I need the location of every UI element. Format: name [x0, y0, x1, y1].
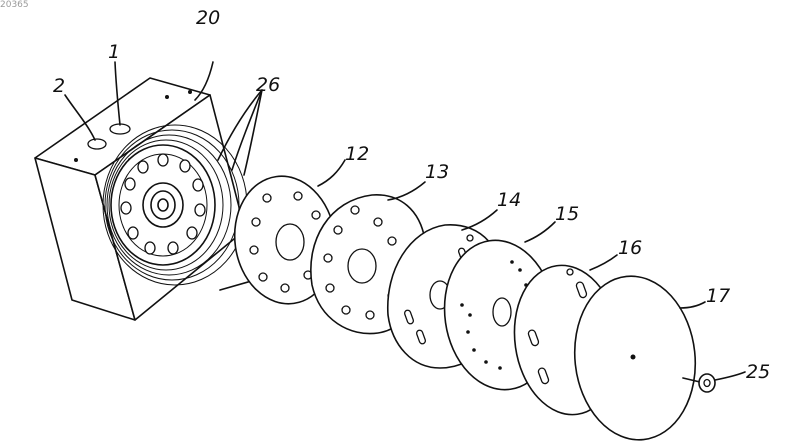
- screw-hole: [188, 90, 192, 94]
- disc-15-dot: [466, 330, 470, 334]
- disc-15-dot: [460, 303, 464, 307]
- disc-14-hole: [467, 235, 473, 241]
- hub-center: [158, 199, 168, 211]
- disc-15-dot: [468, 313, 472, 317]
- label-16: 16: [618, 237, 642, 259]
- disc-12-hole: [250, 246, 258, 254]
- disc-12-hole: [252, 218, 260, 226]
- label-20: 20: [196, 7, 220, 29]
- disc-13-center-hole: [348, 249, 376, 283]
- leader-17: [680, 302, 705, 308]
- screw-hole: [165, 95, 169, 99]
- leader-26: [244, 90, 262, 175]
- disc-12-center-hole: [276, 224, 304, 260]
- disc-12-hole: [259, 273, 267, 281]
- disc-17-center-mark: [631, 355, 636, 360]
- label-25: 25: [746, 361, 770, 383]
- disc-13-hole: [388, 237, 396, 245]
- rotor-hole: [121, 202, 131, 214]
- leader-26: [232, 90, 262, 170]
- leader-16: [590, 255, 617, 270]
- disc-13-hole: [324, 254, 332, 262]
- label-26: 26: [256, 74, 280, 96]
- screw-hole: [74, 158, 78, 162]
- disc-13-hole: [342, 306, 350, 314]
- disc-15-dot: [498, 366, 502, 370]
- screw-socket: [704, 380, 710, 387]
- rotor-hole: [158, 154, 168, 166]
- rotor-hole: [168, 242, 178, 254]
- label-15: 15: [555, 203, 579, 225]
- leader-15: [525, 222, 555, 242]
- disc-12-hole: [281, 284, 289, 292]
- disc-16-hole: [567, 269, 573, 275]
- rotor-hole: [195, 204, 205, 216]
- rotor-hole: [125, 178, 135, 190]
- disc-12-hole: [294, 192, 302, 200]
- disc-15-dot: [472, 348, 476, 352]
- rotor-hole: [145, 242, 155, 254]
- disc-12-hole: [263, 194, 271, 202]
- label-2: 2: [53, 75, 65, 97]
- label-17: 17: [706, 285, 730, 307]
- port-2: [88, 139, 106, 149]
- rotor-hole: [187, 227, 197, 239]
- rotor-hole: [128, 227, 138, 239]
- disc-13-hole: [374, 218, 382, 226]
- label-1: 1: [108, 41, 120, 63]
- disc-15-center-hole: [493, 298, 511, 326]
- rotor-hole: [180, 160, 190, 172]
- disc-15-dot: [518, 268, 522, 272]
- disc-12-hole: [312, 211, 320, 219]
- rotor-hole: [138, 161, 148, 173]
- disc-13-hole: [366, 311, 374, 319]
- disc-13-hole: [334, 226, 342, 234]
- leader-12: [318, 160, 345, 186]
- label-14: 14: [497, 189, 521, 211]
- label-12: 12: [345, 143, 369, 165]
- disc-13-hole: [326, 284, 334, 292]
- rotor-hole: [193, 179, 203, 191]
- disc-13-hole: [351, 206, 359, 214]
- leader-25: [715, 372, 745, 380]
- disc-15-dot: [510, 260, 514, 264]
- label-13: 13: [425, 161, 449, 183]
- disc-15-dot: [484, 360, 488, 364]
